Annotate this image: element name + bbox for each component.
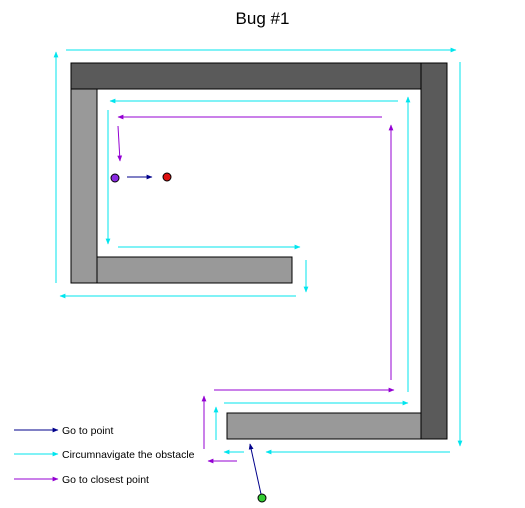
obstacle-right-wall [420,62,448,440]
legend-label: Go to point [62,425,113,437]
legend: Go to point Circumnavigate the obstacle … [14,425,195,486]
closest-arrow [117,125,123,162]
legend-item-go-to-point: Go to point [14,425,113,437]
obstacle-bottom-wall [226,412,422,440]
legend-label: Go to closest point [62,474,149,486]
go-to-point-path [127,174,262,495]
diagram-title: Bug #1 [235,9,290,28]
go-to-point-arrow [248,443,262,495]
obstacle-inner-bottom-wall [96,256,293,284]
start-point [257,493,267,503]
obstacle-left-wall [70,88,98,284]
obstacle-top-wall [70,62,422,90]
legend-item-go-to-closest: Go to closest point [14,474,149,486]
legend-label: Circumnavigate the obstacle [62,449,195,461]
go-to-closest-path [117,114,395,464]
legend-item-circumnavigate: Circumnavigate the obstacle [14,449,195,461]
circumnavigate-path [53,47,463,455]
closest-point [110,173,120,183]
obstacle [70,62,448,440]
goal-point [162,172,172,182]
